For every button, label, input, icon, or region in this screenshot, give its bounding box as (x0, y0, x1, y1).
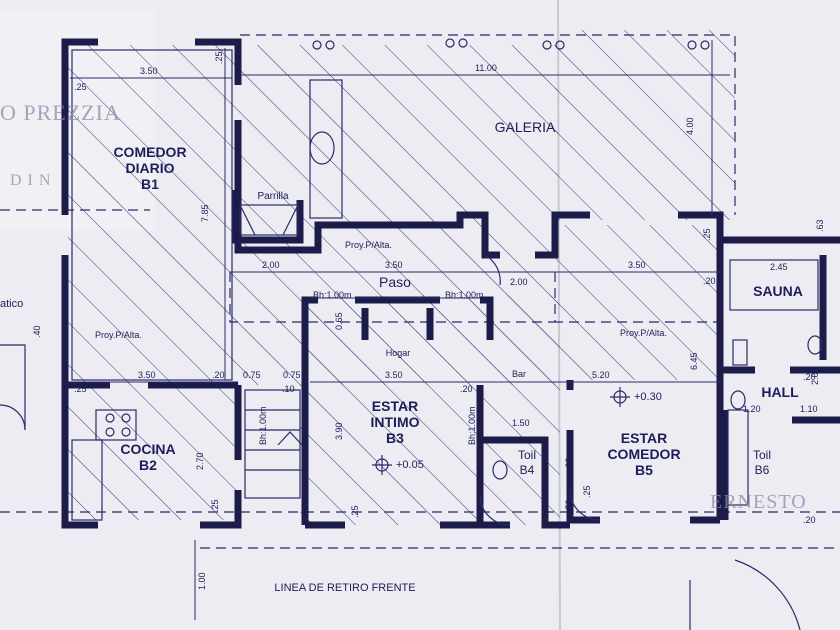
dim-20-d: .20 (803, 372, 816, 382)
dim-075-b: 0.75 (283, 370, 301, 380)
dim-25-g: .25 (702, 228, 712, 241)
note-bh-stair: Bh:1.00m (258, 406, 268, 445)
dim-785: 7.85 (200, 204, 210, 222)
room-sauna-name: SAUNA (753, 283, 803, 299)
room-cocina-code: B2 (139, 457, 157, 473)
dim-20-c: .20 (703, 276, 716, 286)
dim-25-c: .25 (74, 384, 87, 394)
dim-90: .90 (564, 457, 574, 470)
room-estar-intimo-level: +0.05 (396, 459, 424, 471)
room-comedor-diario-name: COMEDOR (113, 144, 186, 160)
dim-120: 1.20 (743, 404, 761, 414)
dim-350-estar: 3.50 (385, 370, 403, 380)
dim-075-a: 0.75 (243, 370, 261, 380)
room-estar-intimo-name2: INTIMO (371, 414, 420, 430)
room-toil-b6-name: Toil (753, 448, 771, 462)
note-bh-right: Bh:1.00m (445, 290, 484, 300)
dim-350-paso: 3.50 (385, 260, 403, 270)
room-estar-comedor-name2: COMEDOR (607, 446, 680, 462)
room-estar-intimo-name: ESTAR (372, 398, 418, 414)
dim-520: 5.20 (592, 370, 610, 380)
room-estar-comedor-name: ESTAR (621, 430, 667, 446)
dim-200-a: 2.00 (262, 260, 280, 270)
dim-200-c: 2.00 (810, 367, 820, 385)
dashed-outlines (0, 34, 840, 549)
room-hall-name: HALL (761, 384, 799, 400)
watermark-bottom-right: ERNESTO (710, 491, 807, 513)
room-comedor-diario-name2: DIARIO (126, 160, 175, 176)
dim-25-b: .25 (214, 51, 224, 64)
dim-20-e: .20 (803, 515, 816, 525)
dim-245: 2.45 (770, 262, 788, 272)
dim-20-b: .20 (460, 384, 473, 394)
dim-065: 0.65 (334, 312, 344, 330)
watermark-top-left: O PREZZIA (0, 100, 121, 125)
dim-110: 1.10 (800, 404, 818, 414)
note-bh-left: Bh:1.00m (313, 290, 352, 300)
note-bh-estar: Bh:1.00m (467, 406, 477, 445)
dim-150: 1.50 (512, 418, 530, 428)
watermark-top-left-sub: D I N (10, 172, 51, 189)
dim-350-right: 3.50 (628, 260, 646, 270)
dim-25-f: .25 (582, 485, 592, 498)
room-estar-intimo-code: B3 (386, 430, 404, 446)
walls (61, 38, 840, 529)
note-proy-alta-left: Proy.P/Alta. (95, 330, 142, 340)
dim-100-v: 1.00 (197, 572, 207, 590)
room-paso-name: Paso (379, 274, 411, 290)
level-markers (372, 387, 630, 475)
room-estar-comedor-code: B5 (635, 462, 653, 478)
dim-645: 6.45 (689, 352, 699, 370)
dim-390: 3.90 (334, 422, 344, 440)
dim-350-cocina: 3.50 (138, 370, 156, 380)
room-toil-b4-code: B4 (520, 463, 535, 477)
room-toil-b6-code: B6 (755, 463, 770, 477)
dim-350-top: 3.50 (140, 66, 158, 76)
note-proy-alta-paso: Proy.P/Alta. (345, 240, 392, 250)
dim-200-b: 2.00 (510, 277, 528, 287)
room-bar-name: Bar (512, 369, 526, 379)
room-comedor-diario-code: B1 (141, 176, 159, 192)
room-atico-name: atico (0, 298, 23, 310)
columns (312, 38, 710, 50)
dim-1100: 11.00 (475, 63, 497, 73)
room-toil-b4-name: Toil (518, 448, 536, 462)
dim-40: .40 (32, 325, 42, 338)
room-hogar-name: Hogar (386, 348, 411, 358)
dimension-lines (70, 40, 730, 620)
dim-25-d: .25 (210, 499, 220, 512)
dim-400: 4.00 (685, 117, 695, 135)
room-parrilla-name: Parrilla (257, 191, 289, 202)
dimension-texts: 3.50 11.00 4.00 7.85 .25 .25 .25 .25 .25… (32, 51, 825, 590)
dim-20-a: .20 (212, 370, 225, 380)
note-proy-alta-right: Proy.P/Alta. (620, 328, 667, 338)
room-estar-comedor-level: +0.30 (634, 391, 662, 403)
dim-63: .63 (815, 219, 825, 232)
dim-50: .50 (564, 499, 574, 512)
interior-lines (0, 49, 823, 630)
dim-25-a: .25 (74, 82, 87, 92)
room-galeria-name: GALERIA (495, 119, 556, 135)
dim-270: 2.70 (195, 452, 205, 470)
dim-10: .10 (282, 384, 295, 394)
dim-25-e: .25 (350, 505, 360, 518)
note-linea-retiro: LINEA DE RETIRO FRENTE (274, 582, 415, 594)
room-cocina-name: COCINA (120, 441, 175, 457)
